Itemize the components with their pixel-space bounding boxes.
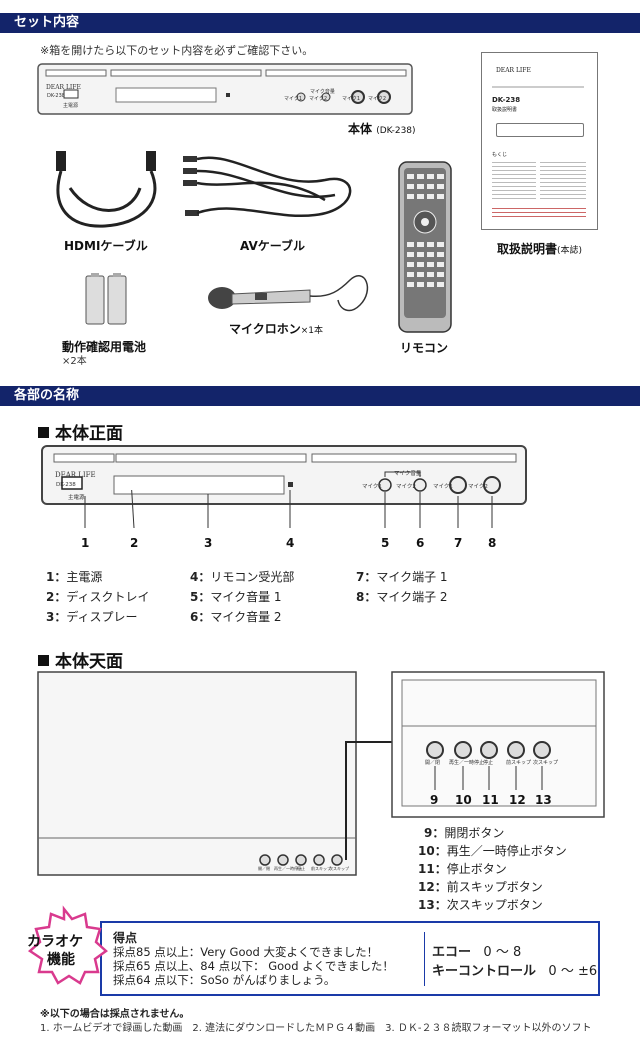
- front-num-3: 3: [204, 536, 213, 550]
- front-num-7: 7: [454, 536, 463, 550]
- top-btn-label-play: 再生／一時停止: [449, 760, 485, 766]
- karaoke-divider: [424, 932, 425, 986]
- top-btn-label-open: 開／閉: [425, 760, 441, 766]
- top-num-9: 9: [430, 793, 439, 807]
- manual-label: 取扱説明書(本誌): [497, 242, 583, 256]
- score-line-2: 採点65 点以上、84 点以下： Good よくできました！: [113, 959, 394, 973]
- front-mic2-label: マイク2: [396, 484, 416, 490]
- manual-toc: もくじ: [492, 152, 508, 158]
- front-mic2-jack-label: マイク2: [468, 484, 488, 490]
- front-mic1-label: マイク1: [362, 484, 382, 490]
- manual-subtitle: 取扱説明書: [492, 107, 518, 113]
- front-num-8: 8: [488, 536, 497, 550]
- main-unit-illustration: [37, 63, 413, 115]
- small-unit-mic1: マイク1: [284, 96, 303, 102]
- front-legend-1: 1：主電源: [46, 570, 103, 584]
- karaoke-box: [100, 921, 600, 996]
- front-legend-5: 5：マイク音量 1: [190, 590, 282, 604]
- score-line-1: 採点85 点以上：Very Good 大変よくできました！: [113, 945, 379, 959]
- small-unit-mic-volume: マイク音量: [310, 89, 335, 95]
- small-top-label-play: 再生／一時停止: [274, 866, 302, 871]
- front-brand: DEAR LIFE: [55, 471, 96, 479]
- top-num-12: 12: [509, 793, 526, 807]
- small-unit-mic1-jack: マイク1: [342, 96, 361, 102]
- key-row: キーコントロール 0 〜 ±6: [432, 964, 598, 979]
- top-num-13: 13: [535, 793, 552, 807]
- front-legend-2: 2：ディスクトレイ: [46, 590, 150, 604]
- front-model: DK-238: [56, 482, 76, 488]
- front-legend-3: 3：ディスプレー: [46, 610, 138, 624]
- small-unit-mic2: マイク2: [309, 96, 328, 102]
- karaoke-badge: [27, 905, 108, 985]
- battery-qty: ×2本: [62, 356, 87, 367]
- main-unit-label: 本体 (DK-238): [348, 122, 416, 136]
- top-btn-label-next: 次スキップ: [533, 760, 559, 766]
- front-mic1-jack-label: マイク1: [433, 484, 453, 490]
- front-title: 本体正面: [38, 419, 123, 444]
- top-legend-12: 12：前スキップボタン: [418, 880, 543, 894]
- battery-label: 動作確認用電池: [62, 340, 147, 354]
- small-unit-mic2-jack: マイク2: [368, 96, 387, 102]
- front-num-2: 2: [130, 536, 139, 550]
- microphone-illustration: [208, 275, 369, 312]
- top-title: 本体天面: [38, 647, 123, 672]
- karaoke-badge-line2: 機能: [47, 952, 75, 968]
- small-unit-brand: DEAR LIFE: [46, 84, 81, 91]
- small-top-label-open: 開／閉: [258, 866, 270, 871]
- top-legend-11: 11：停止ボタン: [418, 862, 507, 876]
- front-view-illustration: [41, 445, 527, 505]
- manual-model: DK-238: [492, 96, 521, 104]
- top-legend-10: 10：再生／一時停止ボタン: [418, 844, 567, 858]
- score-title: 得点: [113, 931, 138, 945]
- section-header-names: 各部の名称: [0, 386, 640, 406]
- hdmi-cable-illustration: [56, 151, 157, 228]
- contents-note: ※箱を開けたら以下のセット内容を必ずご確認下さい。: [40, 44, 314, 57]
- front-mic-volume-label: マイク音量: [394, 471, 422, 477]
- front-legend-6: 6：マイク音量 2: [190, 610, 282, 624]
- manual-brand: DEAR LIFE: [496, 67, 531, 74]
- front-num-1: 1: [81, 536, 90, 550]
- karaoke-badge-line1: カラオケ: [27, 934, 83, 950]
- section-header-contents: セット内容: [0, 13, 640, 33]
- exclusion-title: ※以下の場合は採点されません。: [40, 1009, 190, 1020]
- top-num-10: 10: [455, 793, 472, 807]
- exclusion-text: 1. ホームビデオで録画した動画 2. 違法にダウンロードしたＭＰＧ４動画 3.…: [40, 1023, 592, 1034]
- front-num-5: 5: [381, 536, 390, 550]
- small-top-label-stop: 停止: [297, 866, 305, 871]
- battery-illustration: [85, 273, 127, 325]
- remote-label: リモコン: [400, 341, 449, 355]
- echo-row: エコー 0 〜 8: [432, 945, 522, 960]
- av-cable-illustration: [183, 156, 352, 218]
- front-num-4: 4: [286, 536, 295, 550]
- top-btn-label-stop: 停止: [483, 760, 494, 766]
- top-legend-9: 9：開閉ボタン: [424, 826, 505, 840]
- top-legend-13: 13：次スキップボタン: [418, 898, 543, 912]
- av-label: AVケーブル: [240, 239, 306, 253]
- top-btn-label-prev: 前スキップ: [506, 760, 532, 766]
- hdmi-label: HDMIケーブル: [64, 239, 148, 253]
- remote-illustration: [398, 161, 452, 333]
- small-top-label-next: 次スキップ: [329, 866, 349, 871]
- manual-illustration: DEAR LIFE DK-238 取扱説明書 もくじ: [481, 52, 598, 230]
- front-power-label: 主電源: [68, 495, 85, 501]
- top-num-11: 11: [482, 793, 499, 807]
- top-view-illustration: [37, 671, 605, 876]
- front-legend-8: 8：マイク端子 2: [356, 590, 448, 604]
- small-top-label-prev: 前スキップ: [311, 866, 331, 871]
- score-line-3: 採点64 点以下：SoSo がんばりましょう。: [113, 973, 336, 987]
- mic-label: マイクロホン×1本: [229, 322, 324, 336]
- small-unit-power: 主電源: [63, 103, 79, 109]
- front-legend-7: 7：マイク端子 1: [356, 570, 448, 584]
- front-num-6: 6: [416, 536, 425, 550]
- small-unit-model: DK-238: [47, 93, 65, 99]
- front-leader-lines: [84, 490, 493, 529]
- front-legend-4: 4：リモコン受光部: [190, 570, 295, 584]
